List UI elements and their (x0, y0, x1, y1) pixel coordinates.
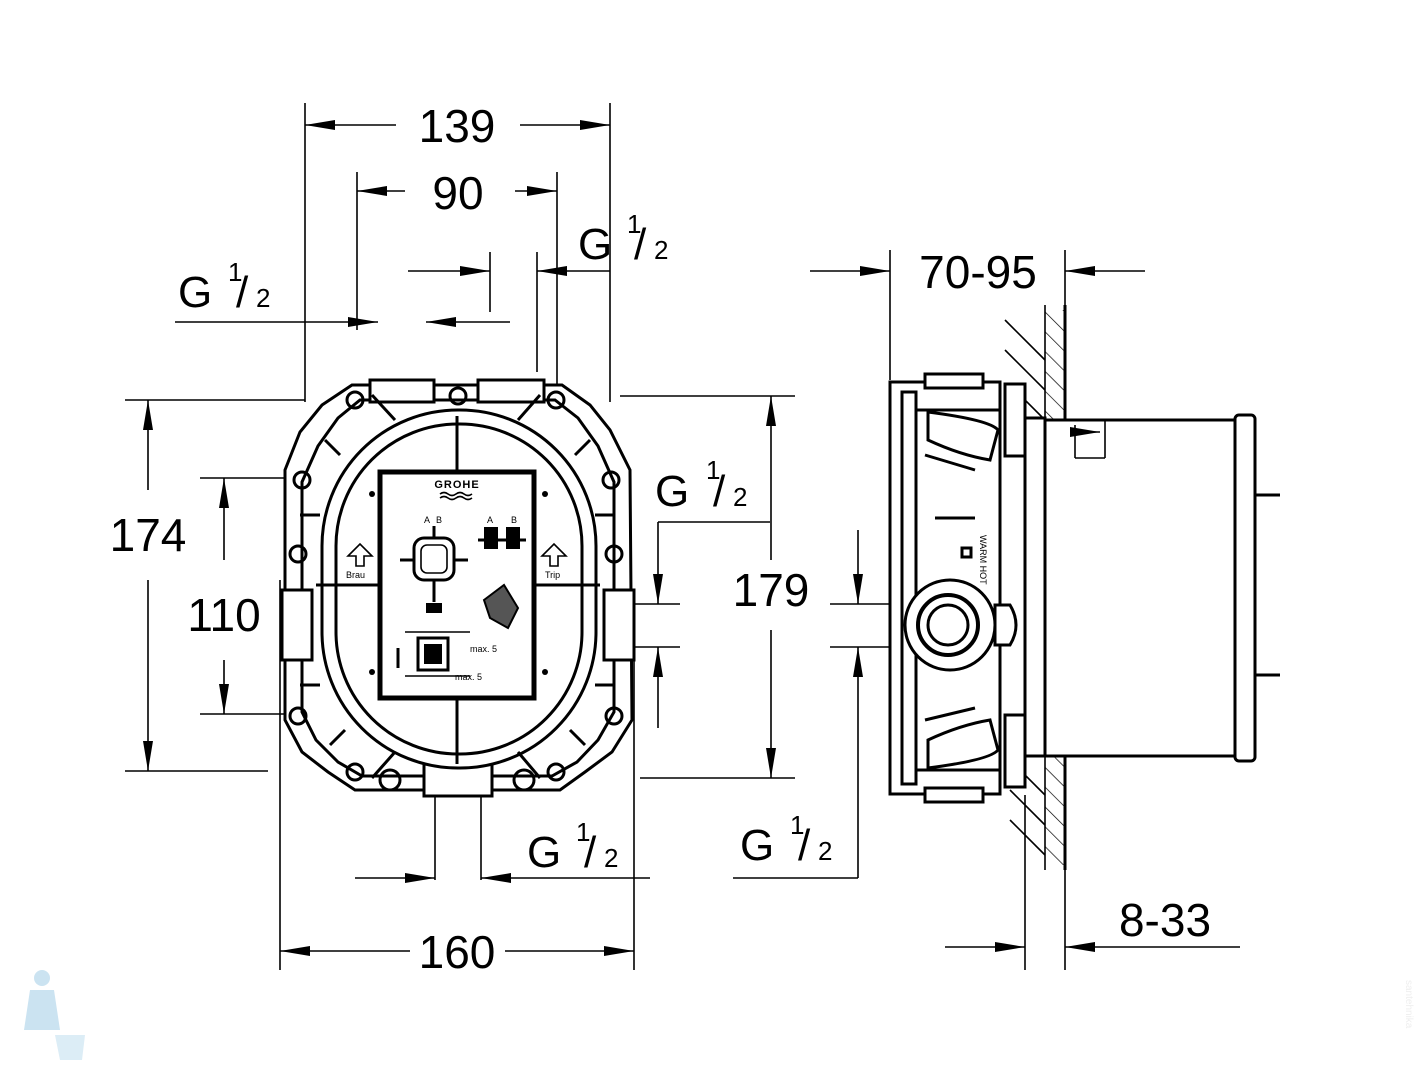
dim-110-label: 110 (187, 589, 260, 641)
mounting-frame-inner (300, 398, 616, 778)
thread-slash: / (584, 828, 597, 877)
brand-logo: GROHE (434, 479, 479, 491)
dim-160-label: 160 (419, 926, 496, 978)
thread-right: G 1 / 2 (653, 455, 770, 728)
port-label-b2: B (511, 515, 517, 525)
thread-slash: / (634, 220, 647, 269)
thread-numerator: 1 (228, 257, 242, 287)
port-label-b: B (436, 515, 442, 525)
watermark-text: santehnika (1403, 980, 1414, 1029)
up-arrow-left: Brau (346, 542, 374, 580)
thread-label: G (178, 268, 212, 317)
max-label-1: max. 5 (470, 644, 497, 654)
thread-denominator: 2 (256, 283, 270, 313)
dim-8-33-label: 8-33 (1119, 894, 1211, 946)
thread-bottom: G 1 / 2 (355, 817, 650, 883)
thread-label: G (655, 467, 689, 516)
thread-numerator: 1 (627, 209, 641, 239)
thread-denominator: 2 (604, 843, 618, 873)
inlet-top-right (476, 378, 546, 404)
thread-label: G (527, 828, 561, 877)
central-housing-inner (334, 422, 584, 756)
dim-179: 179 (733, 396, 810, 778)
screw-holes (288, 386, 624, 792)
hand-pictogram (482, 583, 520, 630)
valve-body: GROHE A B A B (280, 378, 636, 798)
inlet-top-left (368, 378, 436, 404)
dim-90: 90 (357, 167, 557, 219)
thread-denominator: 2 (654, 235, 668, 265)
dim-174: 174 (110, 400, 187, 771)
cover-plate (377, 469, 537, 701)
dim-90-label: 90 (432, 167, 483, 219)
thread-top-right: G 1 / 2 (408, 209, 668, 276)
thread-side: G 1 / 2 (733, 530, 863, 879)
dim-8-33: 8-33 (945, 894, 1240, 952)
side-vertical-label: WARM HOT (978, 535, 988, 585)
ribs (300, 393, 614, 779)
thread-numerator: 1 (576, 817, 590, 847)
dim-70-95-label: 70-95 (919, 246, 1037, 298)
dim-179-label: 179 (733, 564, 810, 616)
panel-left-label: Brau (346, 570, 365, 580)
thread-numerator: 1 (790, 810, 804, 840)
thread-denominator: 2 (733, 482, 747, 512)
thread-label: G (578, 220, 612, 269)
dim-139: 139 (305, 100, 610, 152)
side-view: 70-95 G 1 / 2 8-33 (733, 246, 1280, 970)
side-housing: WARM HOT (888, 372, 1280, 804)
dim-70-95: 70-95 (810, 246, 1145, 298)
up-arrow-right: Trip (540, 542, 568, 580)
diverter-pictogram (478, 527, 526, 549)
thread-slash: / (236, 268, 249, 317)
watermark-logo: santehnika (24, 970, 1414, 1060)
thread-denominator: 2 (818, 836, 832, 866)
panel-right-label: Trip (545, 570, 560, 580)
port-right (602, 588, 636, 662)
thread-top-left: G 1 / 2 (175, 257, 510, 327)
thread-slash: / (798, 821, 811, 870)
port-label-a2: A (487, 515, 493, 525)
dim-139-label: 139 (419, 100, 496, 152)
mounting-pictogram: max. 5 max. 5 (396, 631, 497, 682)
dim-110: 110 (187, 478, 261, 714)
thread-numerator: 1 (706, 455, 720, 485)
front-view: 139 90 G 1 / 2 G 1 / 2 (110, 100, 810, 978)
port-label-a: A (424, 515, 430, 525)
port-left (280, 588, 314, 662)
thread-label: G (740, 821, 774, 870)
thread-slash: / (713, 467, 726, 516)
max-label-2: max. 5 (455, 672, 482, 682)
valve-pictogram (400, 526, 468, 613)
dim-160: 160 (280, 926, 634, 978)
dim-174-label: 174 (110, 509, 187, 561)
